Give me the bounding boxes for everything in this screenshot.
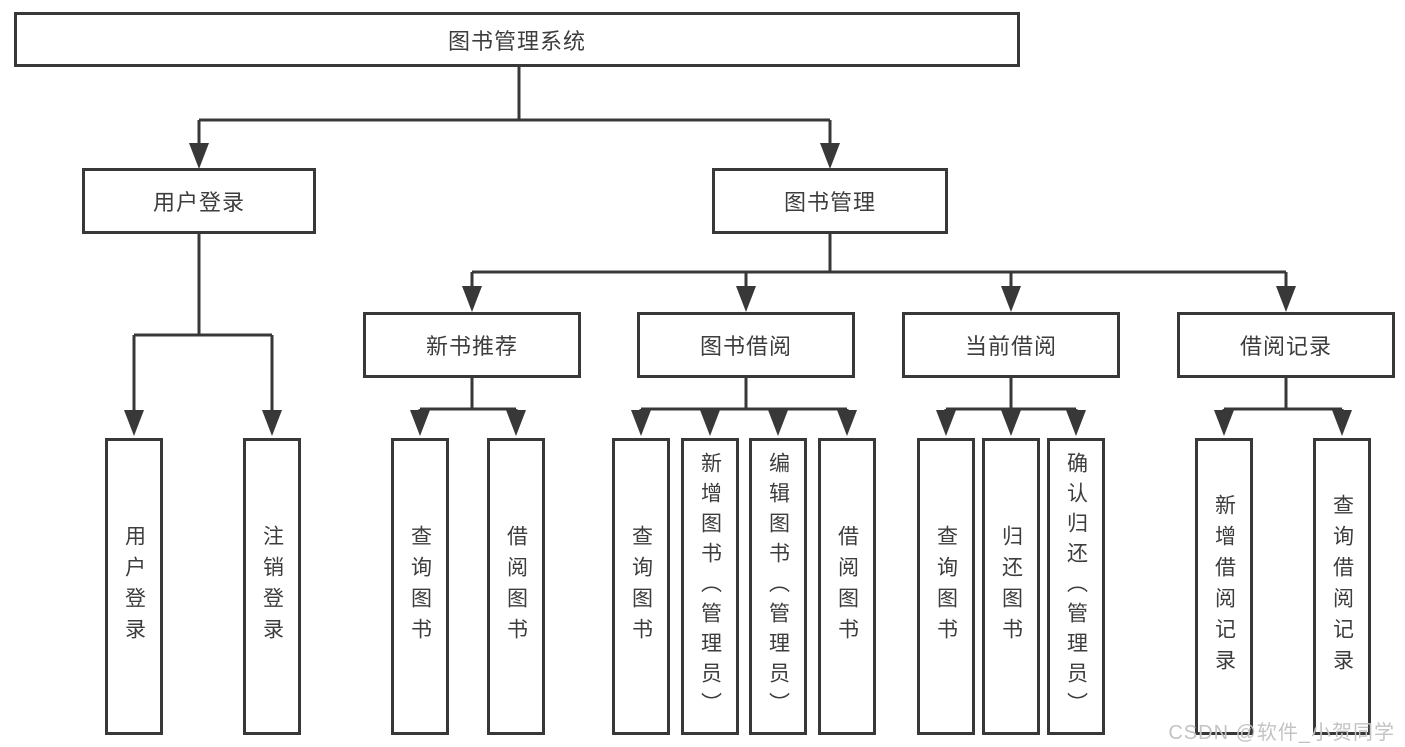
arrowhead	[1066, 410, 1086, 436]
leaf-borrow-books-borrowing: 借阅图书	[818, 438, 876, 735]
arrowhead	[506, 410, 526, 436]
arrowhead	[1276, 286, 1296, 312]
leaf-label: 注销登录	[260, 524, 284, 649]
arrowhead	[631, 410, 651, 436]
arrowhead	[189, 143, 209, 169]
node-current-borrowing: 当前借阅	[902, 312, 1120, 378]
node-label: 借阅记录	[1239, 334, 1332, 359]
node-user-login: 用户登录	[82, 168, 316, 234]
arrowhead	[1001, 410, 1021, 436]
leaf-label: 编辑图书（管理员）	[766, 451, 790, 722]
leaf-label: 查询图书	[408, 524, 432, 649]
leaf-borrow-books-recommend: 借阅图书	[487, 438, 545, 735]
node-new-book-recommendation: 新书推荐	[363, 312, 581, 378]
leaf-return-books: 归还图书	[982, 438, 1040, 735]
node-book-management: 图书管理	[712, 168, 948, 234]
node-borrowing-records: 借阅记录	[1177, 312, 1395, 378]
leaf-user-login: 用户登录	[105, 438, 163, 735]
arrowhead	[700, 410, 720, 436]
connector-current-borrow-children	[944, 378, 1078, 414]
leaf-edit-books-admin: 编辑图书（管理员）	[749, 438, 807, 735]
arrowhead	[1332, 410, 1352, 436]
arrowhead	[837, 410, 857, 436]
arrowhead	[820, 143, 840, 169]
leaf-label: 查询图书	[629, 524, 653, 649]
leaf-label: 确认归还（管理员）	[1064, 451, 1088, 722]
arrowhead	[936, 410, 956, 436]
connector-user-login-children	[132, 234, 274, 414]
connector-root-to-level2	[197, 67, 832, 147]
leaf-label: 查询借阅记录	[1330, 493, 1354, 680]
leaf-logout-login: 注销登录	[243, 438, 301, 735]
leaf-query-borrow-record: 查询借阅记录	[1313, 438, 1371, 735]
node-label: 用户登录	[152, 190, 245, 215]
arrowhead	[736, 286, 756, 312]
connector-book-mgmt-to-level3	[470, 234, 1288, 290]
leaf-add-books-admin: 新增图书（管理员）	[681, 438, 739, 735]
connector-book-borrow-children	[639, 378, 849, 414]
leaf-label: 查询图书	[934, 524, 958, 649]
watermark: CSDN @软件_小贺同学	[1168, 722, 1395, 744]
leaf-label: 借阅图书	[504, 524, 528, 649]
leaf-query-books-borrowing: 查询图书	[612, 438, 670, 735]
leaf-confirm-return-admin: 确认归还（管理员）	[1047, 438, 1105, 735]
node-label: 当前借阅	[964, 334, 1057, 359]
leaf-query-books-current: 查询图书	[917, 438, 975, 735]
connector-new-book-children	[418, 378, 518, 414]
leaf-query-books-recommend: 查询图书	[391, 438, 449, 735]
node-book-borrowing: 图书借阅	[637, 312, 855, 378]
connector-records-children	[1222, 378, 1344, 414]
leaf-label: 新增借阅记录	[1212, 493, 1236, 680]
arrowhead	[1214, 410, 1234, 436]
arrowhead	[410, 410, 430, 436]
node-library-management-system: 图书管理系统	[14, 12, 1020, 67]
arrowhead	[768, 410, 788, 436]
node-label: 新书推荐	[425, 334, 518, 359]
node-label: 图书借阅	[699, 334, 792, 359]
leaf-label: 归还图书	[999, 524, 1023, 649]
arrowhead	[1001, 286, 1021, 312]
arrowhead	[124, 410, 144, 436]
node-label: 图书管理系统	[447, 28, 586, 54]
arrowhead	[462, 286, 482, 312]
leaf-label: 新增图书（管理员）	[698, 451, 722, 722]
leaf-label: 用户登录	[122, 524, 146, 649]
arrowhead	[262, 410, 282, 436]
leaf-label: 借阅图书	[835, 524, 859, 649]
node-label: 图书管理	[783, 190, 876, 215]
leaf-add-borrow-record: 新增借阅记录	[1195, 438, 1253, 735]
